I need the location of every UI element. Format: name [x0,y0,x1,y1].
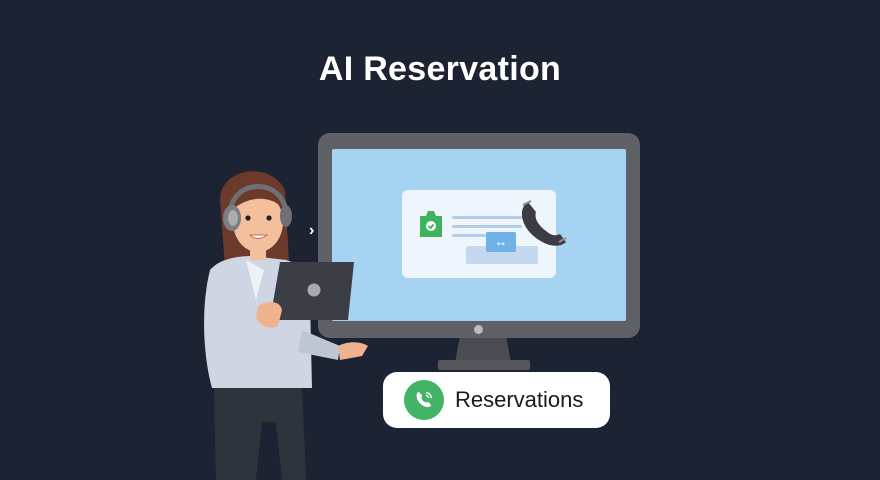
page-title: AI Reservation [318,50,562,88]
reservations-label: Reservations [455,387,584,412]
text-line [452,216,526,219]
shopping-bag-check-icon [420,211,442,237]
phone-handset-icon [521,200,567,246]
reservations-badge[interactable]: Reservations [383,372,610,428]
monitor-stand-neck [455,338,511,363]
chevron-right-icon: › [309,222,315,239]
text-line [452,225,522,228]
monitor-stand-base [438,360,530,370]
tray [466,246,538,264]
expand-button[interactable]: ↔ [486,232,516,252]
text-line [452,234,486,237]
agent-illustration [204,171,368,480]
power-indicator [474,325,483,334]
phone-call-icon [404,380,444,420]
reservation-card: ↔ [402,190,556,278]
